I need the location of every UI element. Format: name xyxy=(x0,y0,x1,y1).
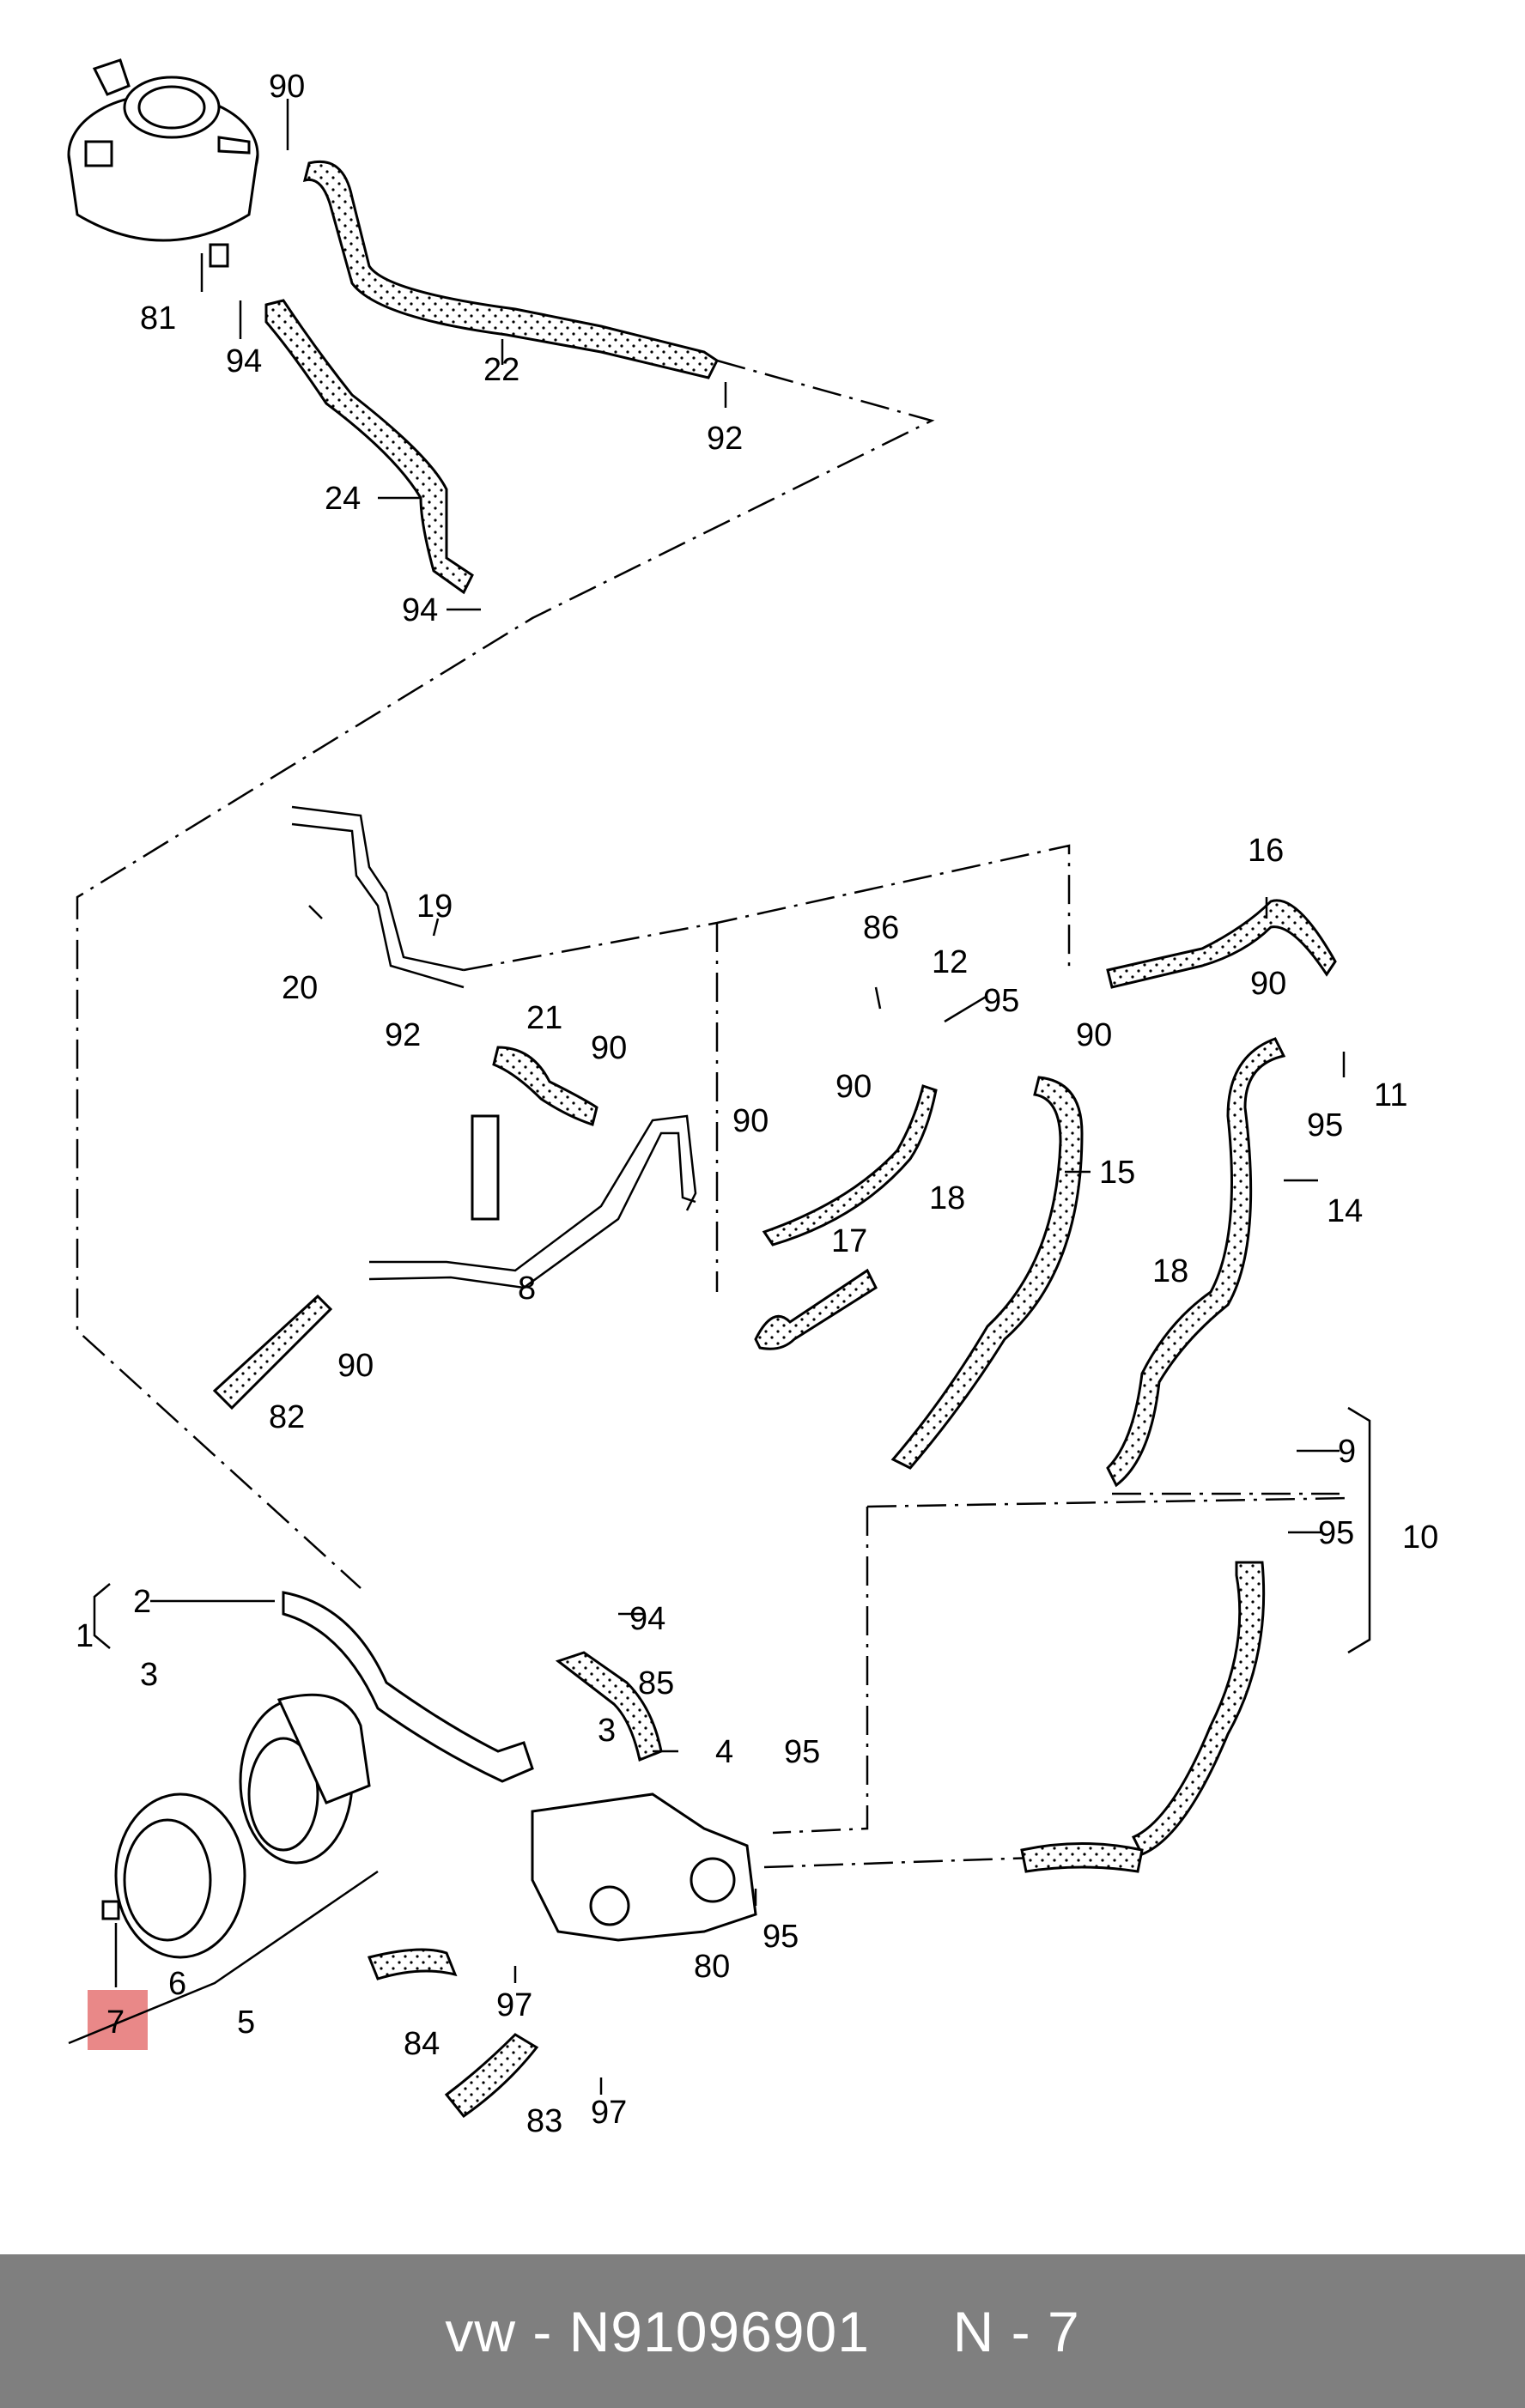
label-95: 95 xyxy=(762,1919,799,1955)
expansion-tank xyxy=(67,58,259,268)
label-82: 82 xyxy=(269,1399,305,1435)
label-95: 95 xyxy=(1307,1107,1343,1143)
part-number-caption: vw - N91096901 N - 7 xyxy=(445,2299,1080,2363)
label-97: 97 xyxy=(591,2095,627,2131)
label-92: 92 xyxy=(385,1017,421,1053)
label-12: 12 xyxy=(932,944,968,980)
label-3: 3 xyxy=(598,1713,616,1749)
label-90: 90 xyxy=(1076,1017,1112,1053)
label-18: 18 xyxy=(1152,1253,1188,1289)
water-pump xyxy=(101,1693,757,1959)
label-22: 22 xyxy=(483,352,519,388)
highlight-7 xyxy=(88,1990,148,2050)
label-4: 4 xyxy=(715,1734,733,1770)
label-7: 7 xyxy=(106,2005,125,2041)
label-92: 92 xyxy=(707,421,743,457)
label-95: 95 xyxy=(1318,1515,1354,1551)
label-90: 90 xyxy=(337,1348,374,1384)
label-94: 94 xyxy=(629,1601,665,1637)
label-85: 85 xyxy=(638,1665,674,1701)
label-9: 9 xyxy=(1338,1434,1356,1470)
label-11: 11 xyxy=(1374,1077,1407,1113)
label-90: 90 xyxy=(835,1069,872,1105)
label-3: 3 xyxy=(140,1657,158,1693)
leader-lines xyxy=(68,99,1346,2095)
hoses xyxy=(212,160,1337,2119)
label-14: 14 xyxy=(1327,1193,1363,1229)
label-10: 10 xyxy=(1402,1519,1438,1556)
footer-bar: vw - N91096901 N - 7 xyxy=(0,2254,1525,2408)
label-21: 21 xyxy=(526,1000,562,1036)
label-84: 84 xyxy=(404,2026,440,2062)
label-83: 83 xyxy=(526,2103,562,2139)
label-18: 18 xyxy=(929,1180,965,1216)
label-81: 81 xyxy=(140,300,176,337)
label-86: 86 xyxy=(863,910,899,946)
label-19: 19 xyxy=(416,889,453,925)
pipes xyxy=(282,805,697,1783)
label-90: 90 xyxy=(1250,966,1286,1002)
label-20: 20 xyxy=(282,970,318,1006)
label-8: 8 xyxy=(518,1271,536,1307)
label-5: 5 xyxy=(237,2005,255,2041)
label-90: 90 xyxy=(269,69,305,105)
label-1: 1 xyxy=(76,1618,94,1654)
label-97: 97 xyxy=(496,1987,532,2023)
label-16: 16 xyxy=(1248,833,1284,869)
label-15: 15 xyxy=(1099,1155,1135,1191)
parts-diagram: 90 81 94 22 92 24 94 16 19 86 12 20 90 9… xyxy=(67,58,1438,2139)
label-94: 94 xyxy=(226,343,262,379)
callouts: 90 81 94 22 92 24 94 16 19 86 12 20 90 9… xyxy=(76,69,1438,2139)
label-94: 94 xyxy=(402,592,438,628)
label-24: 24 xyxy=(325,481,361,517)
label-80: 80 xyxy=(694,1949,730,1985)
label-95: 95 xyxy=(983,983,1019,1019)
connection-lines xyxy=(76,359,1371,1869)
label-95: 95 xyxy=(784,1734,820,1770)
label-6: 6 xyxy=(168,1966,186,2002)
label-2: 2 xyxy=(133,1584,151,1620)
label-90: 90 xyxy=(591,1030,627,1066)
label-17: 17 xyxy=(831,1223,867,1259)
label-90: 90 xyxy=(732,1103,769,1139)
